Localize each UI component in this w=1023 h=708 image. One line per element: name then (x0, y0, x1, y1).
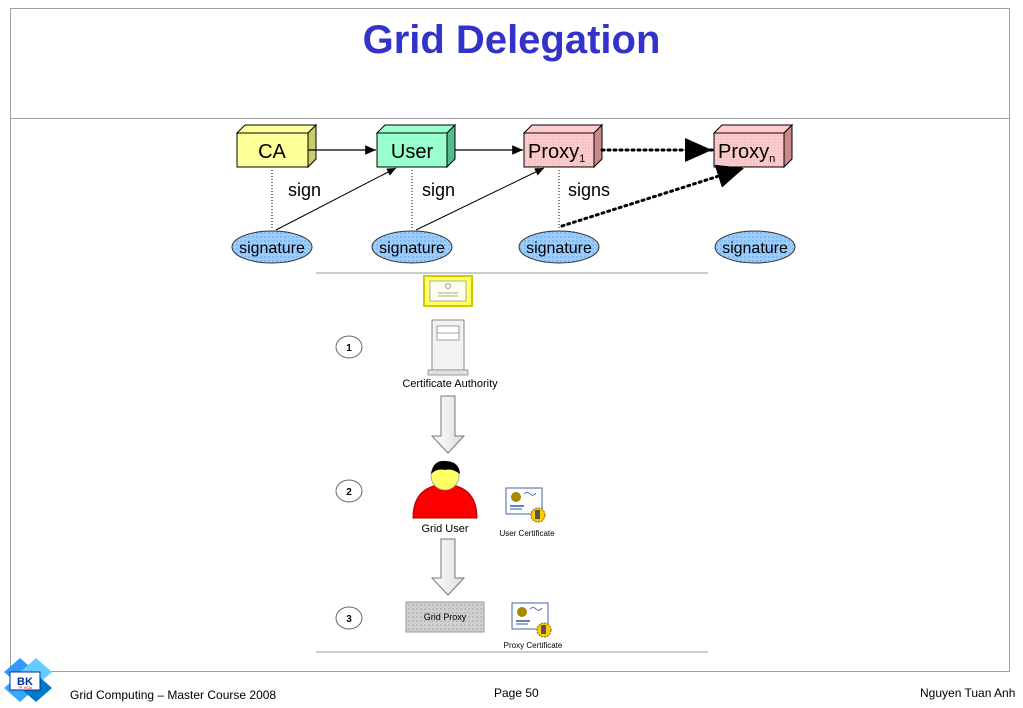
ca-flow-label: Certificate Authority (402, 378, 498, 390)
sign-arrow-2 (415, 167, 545, 231)
footer-page-number: Page 50 (494, 686, 539, 700)
grid-proxy-label: Grid Proxy (424, 612, 467, 622)
footer-author: Nguyen Tuan Anh (920, 686, 1016, 700)
proxy-cert-label: Proxy Certificate (504, 641, 563, 650)
user-flow-label: Grid User (421, 523, 468, 535)
signature-label: signature (722, 240, 788, 257)
slide-title: Grid Delegation (362, 18, 661, 62)
university-logo: BK TP. HCM (4, 658, 52, 702)
svg-text:1: 1 (346, 343, 352, 354)
slide-frame (10, 8, 1010, 672)
step-2-badge: 2 (335, 479, 363, 503)
step-1-badge: 1 (335, 335, 363, 359)
signature-proxy1: signature (518, 230, 600, 264)
server-icon (427, 319, 469, 376)
ca-box: CA (235, 123, 318, 169)
user-certificate-icon (505, 487, 546, 523)
proxy1-box: Proxy1 (522, 123, 604, 169)
user-cert-label: User Certificate (499, 529, 555, 538)
sign-label-1: sign (288, 180, 321, 200)
certificate-icon (423, 275, 473, 307)
signature-proxyn: signature (714, 230, 796, 264)
sign-label-2: sign (422, 180, 455, 200)
footer-course: Grid Computing – Master Course 2008 (70, 688, 277, 702)
grid-proxy-box: Grid Proxy (405, 601, 485, 633)
proxy1-label: Proxy (528, 141, 579, 163)
svg-text:Proxyn: Proxyn (718, 141, 775, 165)
proxy-certificate-icon (511, 602, 552, 638)
step-3-badge: 3 (335, 606, 363, 630)
svg-text:Proxy1: Proxy1 (528, 141, 585, 165)
proxy1-subscript: 1 (579, 153, 585, 165)
user-box: User (375, 123, 457, 169)
proxyn-subscript: n (769, 153, 775, 165)
signature-label: signature (526, 240, 592, 257)
signs-label: signs (568, 180, 610, 200)
svg-text:2: 2 (346, 487, 352, 498)
proxyn-box: Proxyn (712, 123, 794, 169)
title-divider (10, 118, 1010, 119)
signature-label: signature (239, 240, 305, 257)
svg-text:BK: BK (17, 676, 33, 688)
signature-user: signature (371, 230, 453, 264)
user-person-icon (412, 460, 478, 519)
down-arrow-1 (430, 395, 466, 454)
ca-label: CA (258, 141, 286, 163)
proxyn-label: Proxy (718, 141, 769, 163)
user-label: User (391, 141, 434, 163)
svg-text:3: 3 (346, 614, 352, 625)
sign-arrow-1 (275, 167, 397, 231)
signature-label: signature (379, 240, 445, 257)
signs-arrow (560, 164, 746, 228)
svg-text:TP. HCM: TP. HCM (18, 686, 32, 690)
signature-ca: signature (231, 230, 313, 264)
down-arrow-2 (430, 538, 466, 596)
